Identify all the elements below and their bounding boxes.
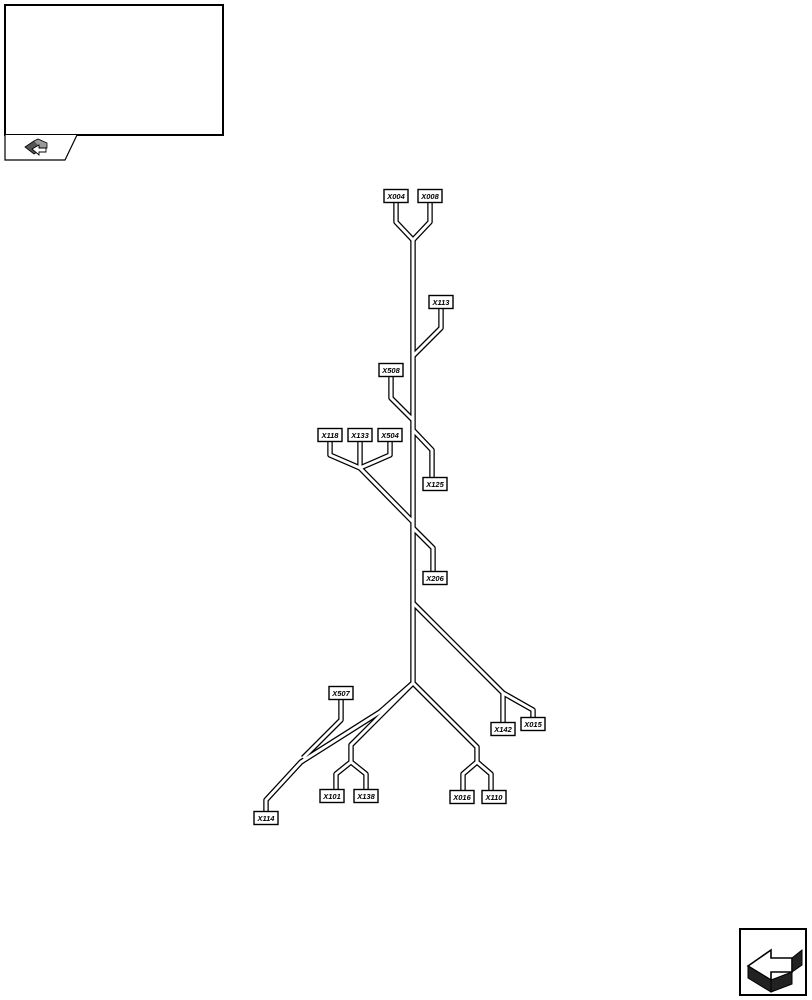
connector-x113: X113 [428,294,454,310]
connector-box [417,188,443,204]
connector-x016: X016 [449,789,475,805]
wire [411,428,435,477]
connector-x110: X110 [481,789,507,805]
wire [333,759,353,789]
connector-label: X508 [381,366,400,375]
wire-core [411,681,479,762]
wire-core [264,681,414,811]
connector-box [253,810,279,826]
wire-core [334,760,352,789]
connector-box [383,188,409,204]
connector-label: X114 [257,814,276,823]
connector-label: X142 [493,725,512,734]
connector-box [481,789,507,805]
connector-x114: X114 [253,810,279,826]
connector-box [317,427,343,443]
connector-label: X133 [350,431,369,440]
connector-x133: X133 [347,427,373,443]
wire-core [389,377,415,422]
connector-x504: X504 [377,427,403,443]
connector-box [353,788,379,804]
connector-x101: X101 [319,788,345,804]
connector-box [378,362,404,378]
wire [327,441,363,471]
connector-box [520,716,546,732]
reference-frame [4,4,224,161]
wire-core [328,441,362,470]
wire-core [411,428,434,477]
connector-x004: X004 [383,188,409,204]
connector-x015: X015 [520,716,546,732]
connector-box [377,427,403,443]
connector-x008: X008 [417,188,443,204]
connector-box [422,476,448,492]
wire [411,681,480,762]
connector-label: X206 [425,574,444,583]
connector-x206: X206 [422,570,448,586]
next-page-arrow-icon[interactable] [739,928,807,996]
connector-x125: X125 [422,476,448,492]
wire-core [411,601,505,695]
connector-box [328,685,354,701]
connector-box [490,721,516,737]
connector-label: X004 [386,192,405,201]
wire [358,441,393,471]
wire [411,526,436,572]
connector-label: X504 [380,431,399,440]
connector-box [319,788,345,804]
wire-core [461,760,478,790]
wire [388,377,415,422]
wire-core [411,526,435,572]
connector-box [422,570,448,586]
connector-label: X110 [485,793,504,802]
wire-core [411,309,443,358]
wire-core [358,466,415,524]
connector-label: X125 [425,480,444,489]
connector-x508: X508 [378,362,404,378]
wire-core [476,760,493,790]
connector-label: X015 [523,720,542,729]
wire-core [502,691,535,717]
connector-x142: X142 [490,721,516,737]
connector-x138: X138 [353,788,379,804]
wire-core [301,700,343,760]
connector-label: X008 [420,192,439,201]
book-arrow-icon [24,138,48,156]
wire-core [349,681,415,762]
wire-core [350,760,368,789]
wire-core [394,203,432,242]
connector-x507: X507 [328,685,354,701]
connector-label: X138 [356,792,375,801]
connector-label: X016 [452,793,471,802]
wire-core [359,441,392,470]
connector-label: X113 [432,298,451,307]
connector-x118: X118 [317,427,343,443]
wire [349,759,369,789]
connector-label: X101 [322,792,341,801]
connector-box [428,294,454,310]
connector-label: X507 [331,689,350,698]
connector-label: X118 [321,431,340,440]
connector-box [347,427,373,443]
connector-box [449,789,475,805]
wire [393,203,433,243]
